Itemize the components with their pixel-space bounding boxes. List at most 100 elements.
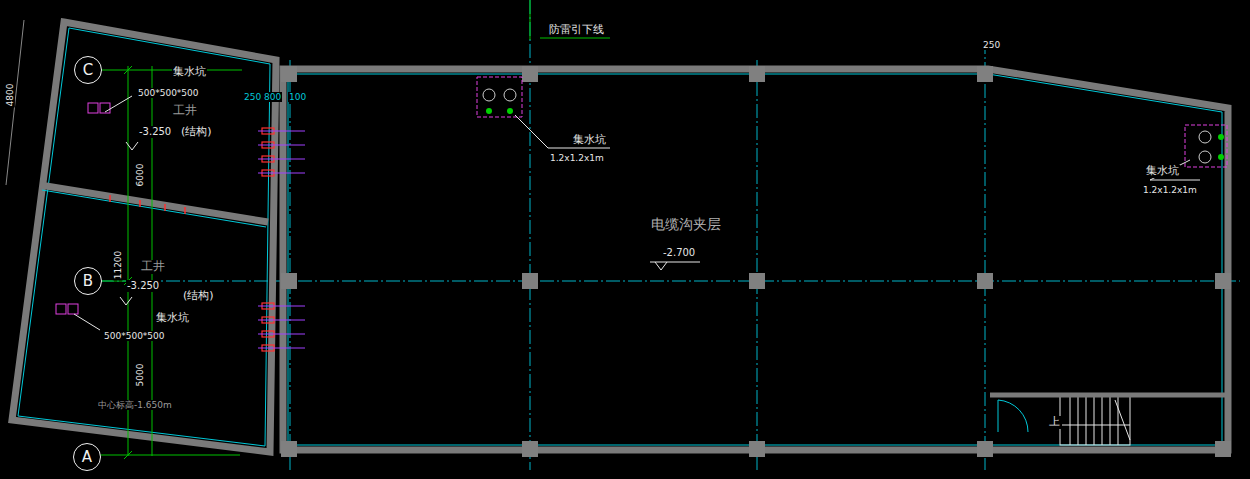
wall xyxy=(283,69,1228,450)
mark xyxy=(139,200,141,207)
sump-symbol xyxy=(88,103,98,113)
sump-symbols xyxy=(56,77,1227,314)
pump-symbol xyxy=(1199,151,1211,163)
leader-line xyxy=(515,115,610,148)
grid-bubble: A xyxy=(73,443,101,471)
dimension-line xyxy=(100,70,242,71)
annotation-text: 500*500*500 xyxy=(103,331,166,341)
door-swing xyxy=(998,400,1028,432)
dimension-line xyxy=(100,455,240,456)
annotation-text: 250 xyxy=(243,92,262,102)
stair-step xyxy=(1078,395,1079,445)
door-leaf xyxy=(998,400,999,432)
leader-line xyxy=(105,96,132,112)
column xyxy=(522,273,538,289)
leader-line xyxy=(74,314,100,330)
annotation-text: 250 xyxy=(982,40,1001,50)
pipes xyxy=(258,131,305,348)
wall-inner-line xyxy=(18,28,270,446)
annotation-text: 上 xyxy=(1048,416,1061,429)
pump-symbol xyxy=(483,89,495,101)
grid-axis-label: B xyxy=(83,272,93,290)
wall xyxy=(12,22,276,452)
grid-line xyxy=(290,60,291,470)
leader-lines xyxy=(74,96,1200,330)
pipe xyxy=(258,333,305,334)
column xyxy=(1215,441,1231,457)
column xyxy=(522,66,538,82)
mark xyxy=(109,195,111,202)
dimension-tick xyxy=(124,451,132,459)
annotation-text: 工井 xyxy=(172,104,198,118)
grid-axis-label: A xyxy=(82,448,92,466)
wall-inner-line xyxy=(288,74,1222,445)
column xyxy=(749,273,765,289)
column xyxy=(749,441,765,457)
pipe xyxy=(258,130,305,131)
level-mark xyxy=(655,262,667,270)
pipe xyxy=(258,347,305,348)
pipe xyxy=(258,305,305,306)
grid-line xyxy=(757,60,758,470)
wall xyxy=(990,393,1228,398)
annotation-text: 1.2x1.2x1m xyxy=(549,153,605,163)
annotation-text: 800 xyxy=(263,92,282,102)
dot xyxy=(1218,154,1224,160)
column xyxy=(522,441,538,457)
dimension-text: 11200 xyxy=(113,250,123,281)
sump-symbol xyxy=(56,304,66,314)
grid-line xyxy=(985,40,986,470)
dot xyxy=(1218,134,1224,140)
annotation-text: -3.250 xyxy=(138,126,172,138)
column xyxy=(281,66,297,82)
dimension-text: 4800 xyxy=(5,83,15,108)
stair-step xyxy=(1094,395,1095,445)
pipe xyxy=(258,144,305,145)
leader-line xyxy=(540,38,610,39)
stair-step xyxy=(1118,395,1119,445)
stair-step xyxy=(1110,395,1111,445)
dimension-lines xyxy=(6,0,610,459)
stair-break xyxy=(1115,400,1130,440)
grid-bubble: B xyxy=(74,267,102,295)
column xyxy=(1215,273,1231,289)
column xyxy=(281,441,297,457)
sump-outline xyxy=(1185,125,1227,167)
column xyxy=(749,66,765,82)
wall-marks xyxy=(110,195,185,214)
pipe xyxy=(258,319,305,320)
sump-symbol xyxy=(68,304,78,314)
annotation-text: -2.700 xyxy=(662,247,696,259)
annotation-text: (结构) xyxy=(180,126,213,139)
annotation-text: 集水坑 xyxy=(572,134,607,147)
annotation-text: -3.250 xyxy=(126,280,160,292)
pipe-penetrations xyxy=(262,128,274,351)
annotation-text: 500*500*500 xyxy=(137,88,200,98)
annotation-text: 工井 xyxy=(140,260,166,274)
stair-step xyxy=(1070,395,1071,445)
level-mark xyxy=(120,297,132,305)
annotation-text: 1.2x1.2x1m xyxy=(1142,185,1198,195)
annotation-text: 集水坑 xyxy=(1145,165,1180,178)
columns xyxy=(281,66,1231,457)
dimension-text: 5000 xyxy=(135,363,145,388)
annotation-text: 防雷引下线 xyxy=(548,24,605,37)
wall xyxy=(40,185,268,222)
column xyxy=(281,273,297,289)
mark xyxy=(164,204,166,211)
pump-symbol xyxy=(504,89,516,101)
dimension-tick xyxy=(124,66,132,74)
dot xyxy=(507,108,513,114)
mark xyxy=(184,207,186,214)
stair-step xyxy=(1086,395,1087,445)
stair-step xyxy=(1102,395,1103,445)
annotation-text: 中心标高-1.650m xyxy=(97,400,173,410)
dimension-text: 6000 xyxy=(135,163,145,188)
dot xyxy=(486,108,492,114)
pipe xyxy=(258,172,305,173)
annotation-text: 集水坑 xyxy=(172,66,207,79)
column xyxy=(977,273,993,289)
level-line xyxy=(650,262,700,263)
stair xyxy=(990,395,1228,445)
